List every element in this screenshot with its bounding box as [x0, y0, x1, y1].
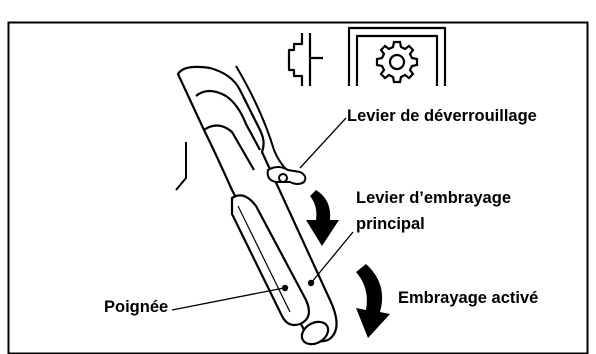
release-lever: [266, 166, 307, 185]
handle-grip: [230, 194, 311, 327]
leader-release-lever: [299, 117, 347, 169]
leader-main-lever: [310, 231, 354, 284]
release-lever-label: Levier de déverrouillage: [347, 107, 537, 125]
arrow-main-lever-icon: [306, 190, 339, 246]
arrow-clutch-engaged-icon: [356, 264, 390, 338]
gear-icon: [347, 26, 447, 86]
main-clutch-lever: [176, 65, 338, 346]
leader-handle: [171, 287, 285, 311]
handle-label: Poignée: [104, 298, 169, 316]
marker-handle: [281, 284, 289, 292]
main-clutch-lever-label-line1: Levier d’embrayage: [356, 189, 511, 207]
main-clutch-lever-label-line2: principal: [356, 215, 425, 233]
clutch-engaged-label: Embrayage activé: [398, 289, 539, 307]
marker-main-lever: [307, 279, 315, 287]
clutch-symbol-icon: [287, 33, 323, 86]
leader-lines: [171, 117, 354, 311]
